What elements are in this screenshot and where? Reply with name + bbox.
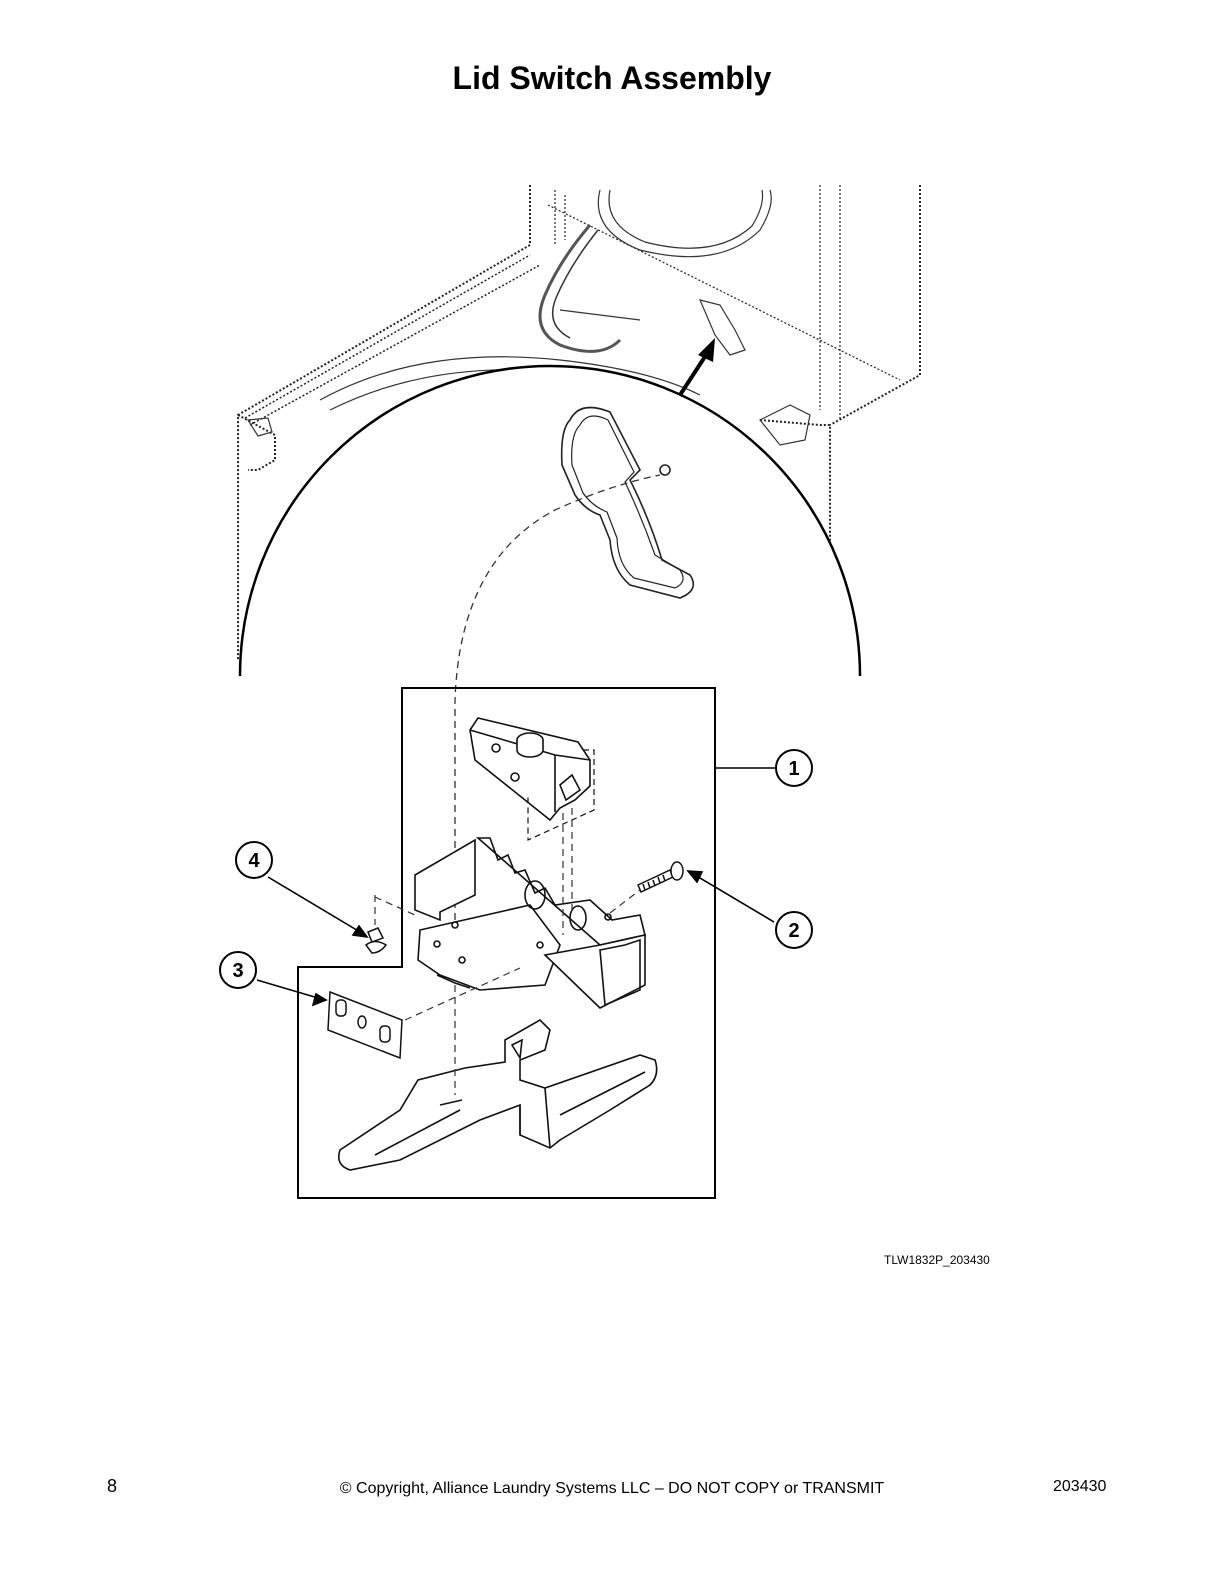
callout-1: 1 bbox=[775, 749, 813, 787]
footer-copyright: © Copyright, Alliance Laundry Systems LL… bbox=[339, 1480, 885, 1497]
callout-2: 2 bbox=[775, 911, 813, 949]
callout-3-label: 3 bbox=[232, 960, 243, 982]
actuator-lever bbox=[337, 1019, 658, 1171]
switch-bracket bbox=[414, 837, 646, 1009]
callout-3: 3 bbox=[219, 951, 257, 989]
mounting-plate bbox=[327, 990, 403, 1060]
washer-cabinet bbox=[237, 185, 921, 665]
magnified-view-circle bbox=[238, 364, 862, 677]
screw bbox=[637, 861, 684, 894]
cabinet-opening bbox=[560, 406, 695, 599]
assembly-guides bbox=[374, 808, 641, 1095]
figure-id: TLW1832P_203430 bbox=[884, 1253, 990, 1267]
push-clip bbox=[364, 927, 388, 954]
callout-4-label: 4 bbox=[248, 850, 260, 872]
callout-1-label: 1 bbox=[788, 758, 799, 780]
callout-4: 4 bbox=[235, 841, 273, 879]
footer-document-number: 203430 bbox=[1053, 1478, 1107, 1495]
lid-switch bbox=[469, 717, 595, 841]
callout-2-label: 2 bbox=[788, 920, 799, 942]
parts-frame bbox=[297, 687, 716, 1199]
page-title: Lid Switch Assembly bbox=[452, 60, 772, 96]
footer-page-number: 8 bbox=[107, 1476, 118, 1496]
callout-leaders bbox=[256, 767, 776, 1007]
tub-interior bbox=[246, 189, 811, 446]
locator-arrow bbox=[678, 338, 715, 397]
